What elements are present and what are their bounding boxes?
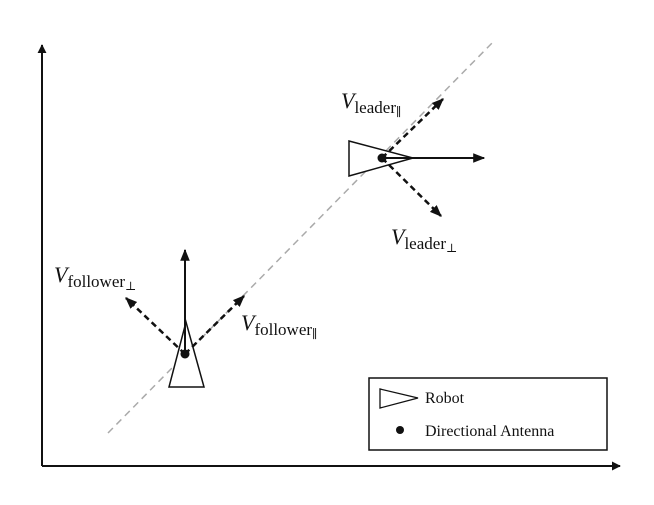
label-leader-parallel: Vleader∥ — [341, 88, 402, 119]
leader-perp-arrow — [381, 157, 442, 217]
follower-antenna-dot — [180, 349, 190, 359]
legend-robot-icon — [379, 388, 419, 409]
legend-antenna-label: Directional Antenna — [425, 423, 554, 440]
follower-parallel-arrow — [184, 295, 245, 355]
leader-antenna-dot — [377, 153, 387, 163]
legend: Robot Directional Antenna — [368, 377, 608, 451]
trajectory-line — [107, 39, 496, 434]
follower-robot — [125, 248, 245, 388]
label-follower-perp: Vfollower⊥ — [54, 262, 136, 293]
follower-perp-arrow — [125, 297, 186, 355]
legend-box — [368, 377, 608, 451]
leader-parallel-arrow — [381, 98, 444, 159]
legend-antenna-icon — [396, 426, 404, 434]
legend-robot-label: Robot — [425, 390, 465, 407]
label-follower-parallel: Vfollower∥ — [241, 310, 318, 341]
leader-robot — [348, 98, 486, 217]
label-leader-perp: Vleader⊥ — [391, 224, 457, 255]
